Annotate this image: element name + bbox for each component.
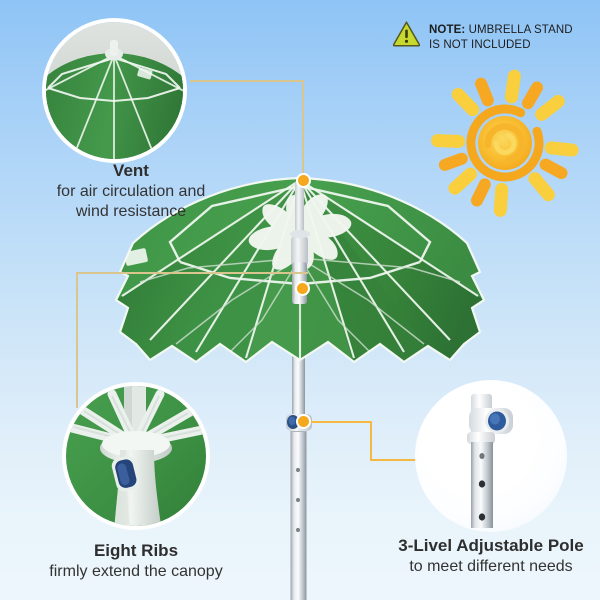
caption-vent-line1: for air circulation and — [56, 182, 206, 200]
connector-ribs-horizontal — [76, 272, 308, 274]
note-line-1: NOTE: UMBRELLA STAND — [429, 23, 573, 38]
caption-ribs-line1: firmly extend the canopy — [49, 562, 223, 580]
connector-dot-vent — [296, 173, 311, 188]
caption-vent: Vent for air circulation and wind resist… — [32, 160, 230, 223]
connector-vent-horizontal — [190, 80, 304, 82]
connector-pole-horizontal-top — [310, 421, 372, 423]
caption-vent-line2: wind resistance — [75, 203, 187, 221]
note-label: NOTE: — [429, 24, 466, 36]
note-line-2: IS NOT INCLUDED — [429, 39, 531, 52]
caption-pole-line1: to meet different needs — [409, 557, 573, 575]
caption-ribs: Eight Ribs firmly extend the canopy — [36, 540, 236, 582]
caption-pole-title: 3-Livel Adjustable Pole — [398, 536, 584, 555]
callout-vent-circle — [42, 18, 187, 163]
warning-triangle-icon — [392, 21, 421, 47]
caption-pole: 3-Livel Adjustable Pole to meet differen… — [388, 535, 594, 577]
callout-ribs-circle — [62, 382, 210, 530]
connector-dot-ribs — [295, 281, 310, 296]
connector-pole-vertical — [370, 421, 372, 461]
sun-rays — [431, 69, 579, 217]
caption-vent-title: Vent — [113, 161, 149, 180]
connector-vent-vertical — [302, 80, 304, 180]
sun-core — [466, 104, 544, 182]
callout-pole-circle — [415, 380, 567, 532]
umbrella-pole — [290, 300, 307, 600]
note-text: NOTE: UMBRELLA STAND IS NOT INCLUDED — [429, 20, 573, 53]
connector-dot-pole — [296, 414, 311, 429]
note-line-1-rest: UMBRELLA STAND — [465, 24, 573, 36]
note-block: NOTE: UMBRELLA STAND IS NOT INCLUDED — [392, 20, 573, 53]
caption-ribs-title: Eight Ribs — [93, 541, 179, 560]
connector-ribs-vertical — [76, 272, 78, 408]
